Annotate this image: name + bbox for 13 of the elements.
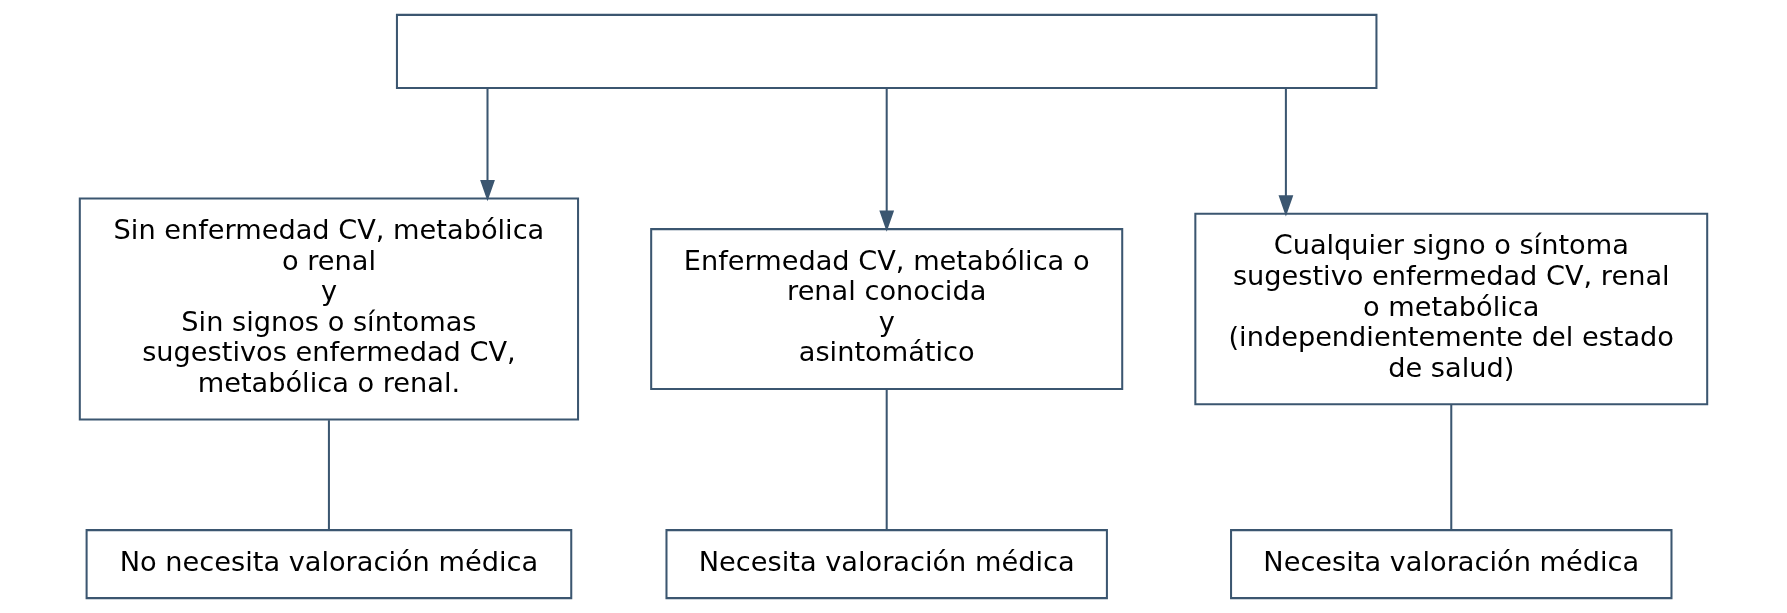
node-box <box>395 13 1378 89</box>
node-box: Necesita valoración médica <box>1230 529 1673 600</box>
arrow <box>480 88 495 202</box>
node-box: No necesita valoración médica <box>85 529 573 600</box>
node-box: Necesita valoración médica <box>665 529 1108 600</box>
connector <box>885 389 888 530</box>
node-box: Cualquier signo o síntoma sugestivo enfermedad CV, renal o metabólica (independientemente del estado de salud) <box>1194 212 1709 406</box>
connector <box>327 420 330 531</box>
arrow <box>1278 88 1294 217</box>
connector <box>1450 404 1453 530</box>
node-box: Sin enfermedad CV, metabólica o renal y Sin signos o síntomas sugestivos enfermedad CV, metabólica o renal. <box>78 197 580 421</box>
arrow <box>879 88 895 232</box>
node-box: Enfermedad CV, metabólica o renal conocida y asintomático <box>650 228 1124 390</box>
